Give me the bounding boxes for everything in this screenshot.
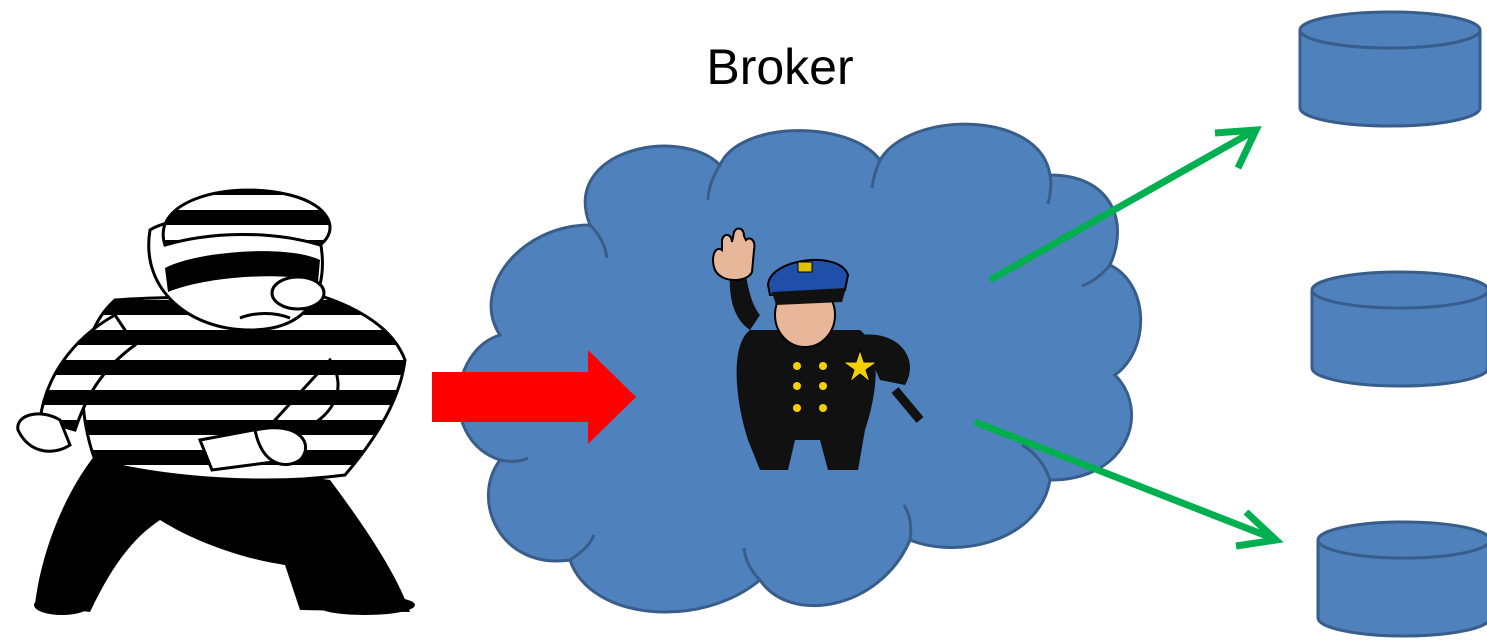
database-icon <box>1316 520 1487 638</box>
attack-arrow <box>432 350 636 444</box>
police-officer-icon <box>712 227 924 470</box>
forward-arrow-top-head <box>1214 126 1262 170</box>
broker-title: Broker <box>706 39 854 95</box>
forward-arrow-top <box>988 128 1254 284</box>
burglar-icon <box>16 188 415 615</box>
database-icon <box>1310 270 1487 388</box>
forward-arrow-bottom <box>973 418 1274 542</box>
forward-arrow-bottom-head <box>1235 509 1284 550</box>
database-icon <box>1298 10 1482 128</box>
